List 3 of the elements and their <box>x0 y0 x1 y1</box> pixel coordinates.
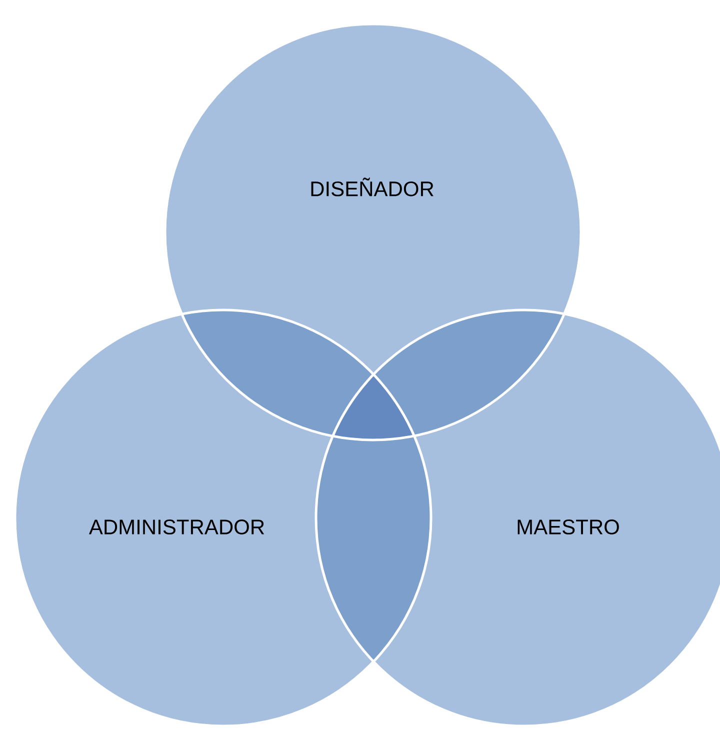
circle-label: MAESTRO <box>518 520 619 534</box>
circle-label: ADMINISTRADOR <box>88 520 264 534</box>
circle-label: DISEÑADOR <box>311 178 434 196</box>
